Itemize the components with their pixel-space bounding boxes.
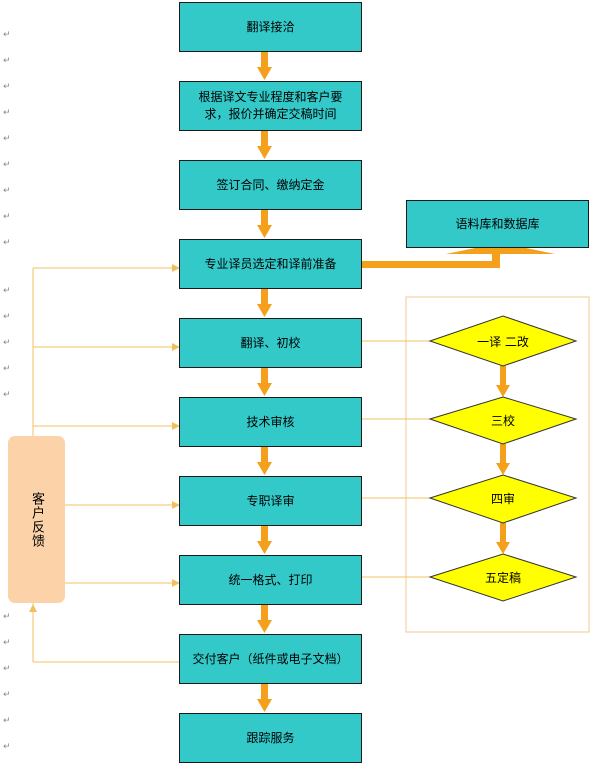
paragraph-mark: ↵ <box>3 638 11 648</box>
paragraph-mark: ↵ <box>3 390 11 400</box>
flow-step-label: 专业译员选定和译前准备 <box>204 256 337 271</box>
flow-step-delivery: 交付客户（纸件或电子文档） <box>179 634 362 684</box>
paragraph-mark: ↵ <box>3 134 11 144</box>
paragraph-mark: ↵ <box>3 742 11 752</box>
diamonds <box>428 315 578 602</box>
paragraph-mark: ↵ <box>3 716 11 726</box>
diamond-label-fourth-review: 四审 <box>490 491 515 506</box>
paragraph-mark: ↵ <box>3 690 11 700</box>
flow-step-label: 翻译接洽 <box>246 19 295 34</box>
customer-feedback-label: 客户反馈 <box>29 491 44 548</box>
paragraph-mark: ↵ <box>3 338 11 348</box>
paragraph-mark: ↵ <box>3 612 11 622</box>
corpus-database-label: 语料库和数据库 <box>455 216 540 231</box>
flow-step-follow-up: 跟踪服务 <box>179 713 362 763</box>
customer-feedback-box: 客户反馈 <box>8 436 65 603</box>
flow-step-label: 技术审核 <box>246 414 295 429</box>
flow-step-label: 翻译、初校 <box>240 335 301 350</box>
corpus-database-box: 语料库和数据库 <box>406 200 589 248</box>
diamond-arrows <box>496 366 510 554</box>
paragraph-mark: ↵ <box>3 56 11 66</box>
feedback-lines <box>32 267 180 663</box>
paragraph-mark: ↵ <box>3 286 11 296</box>
paragraph-mark: ↵ <box>3 82 11 92</box>
feedback-arrowheads <box>29 264 180 612</box>
flow-step-contract: 签订合同、缴纳定金 <box>179 160 362 210</box>
diamond-label-translate-revise: 一译 二改 <box>477 334 529 349</box>
step-to-diamond-lines <box>362 340 430 578</box>
paragraph-mark: ↵ <box>3 664 11 674</box>
down-arrows <box>257 52 272 712</box>
paragraph-mark: ↵ <box>3 30 11 40</box>
flow-step-label: 跟踪服务 <box>246 730 295 745</box>
flow-step-inquiry: 翻译接洽 <box>179 2 362 52</box>
flow-step-technical-review: 技术审核 <box>179 397 362 447</box>
flow-step-label: 统一格式、打印 <box>228 572 313 587</box>
diamond-label-third-check: 三校 <box>490 413 515 428</box>
flow-step-label: 根据译文专业程度和客户要 求，报价并确定交稿时间 <box>198 90 343 121</box>
paragraph-mark: ↵ <box>3 108 11 118</box>
paragraph-mark: ↵ <box>3 364 11 374</box>
quality-frame <box>405 296 590 633</box>
flow-step-translation: 翻译、初校 <box>179 318 362 368</box>
flow-step-label: 交付客户（纸件或电子文档） <box>192 651 349 666</box>
flow-step-quote: 根据译文专业程度和客户要 求，报价并确定交稿时间 <box>179 81 362 131</box>
flow-step-proofreading: 专职译审 <box>179 476 362 526</box>
paragraph-mark: ↵ <box>3 160 11 170</box>
paragraph-mark: ↵ <box>3 186 11 196</box>
paragraph-mark: ↵ <box>3 238 11 248</box>
flow-step-label: 专职译审 <box>246 493 295 508</box>
flow-step-preparation: 专业译员选定和译前准备 <box>179 239 362 289</box>
paragraph-mark: ↵ <box>3 312 11 322</box>
diamond-label-final-draft: 五定稿 <box>484 570 521 585</box>
flow-step-formatting: 统一格式、打印 <box>179 555 362 605</box>
paragraph-mark: ↵ <box>3 212 11 222</box>
flow-step-label: 签订合同、缴纳定金 <box>216 177 325 192</box>
